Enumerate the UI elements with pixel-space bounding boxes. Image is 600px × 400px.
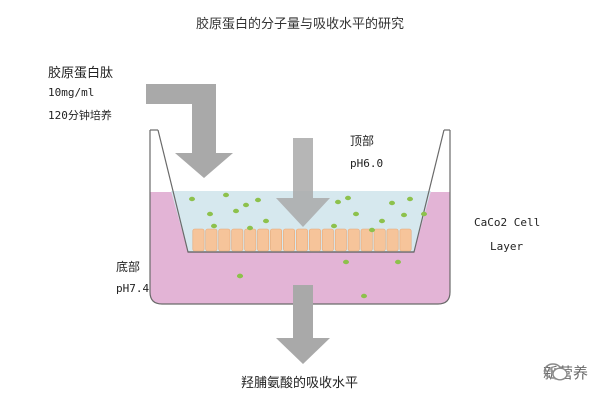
input-arrow: [146, 84, 233, 178]
particle: [407, 196, 413, 202]
particles: [189, 192, 427, 299]
cell: [360, 228, 373, 252]
cell: [321, 228, 334, 252]
particle: [345, 195, 351, 201]
particle: [255, 197, 261, 203]
diagram-title: 胶原蛋白的分子量与吸收水平的研究: [195, 17, 404, 32]
apical-ph-label: pH6.0: [350, 157, 384, 170]
output-label: 羟脯氨酸的吸收水平: [241, 376, 359, 391]
particle: [263, 218, 269, 224]
basal-label: 底部: [116, 260, 141, 274]
particle: [189, 196, 195, 202]
cell: [373, 228, 386, 252]
basal-ph-label: pH7.4: [116, 282, 150, 295]
cell: [257, 228, 270, 252]
particle: [211, 223, 217, 229]
cell: [295, 228, 308, 252]
cell: [270, 228, 282, 252]
particle: [361, 293, 367, 299]
particle: [353, 211, 359, 217]
input-duration-label: 120分钟培养: [48, 109, 112, 122]
output-arrow: [276, 285, 330, 364]
particle: [389, 200, 395, 206]
cell: [347, 228, 360, 252]
cell: [308, 228, 321, 252]
particle: [343, 259, 349, 265]
watermark: 新营养: [543, 362, 588, 383]
particle: [335, 199, 341, 205]
particle: [331, 223, 337, 229]
particle: [223, 192, 229, 198]
particle: [379, 218, 385, 224]
center-arrow: [276, 138, 330, 227]
particle: [233, 208, 239, 214]
particle: [369, 227, 375, 233]
particle: [243, 202, 249, 208]
particle: [421, 211, 427, 217]
apical-label: 顶部: [350, 134, 375, 148]
cell: [334, 228, 347, 252]
particle: [395, 259, 401, 265]
particle: [247, 225, 253, 231]
particle: [207, 211, 213, 217]
input-concentration-label: 10mg/ml: [48, 86, 95, 99]
cell: [205, 228, 218, 252]
cell: [283, 228, 295, 252]
input-name-label: 胶原蛋白肽: [48, 66, 114, 81]
cell-layer-label-line2: Layer: [490, 240, 524, 253]
particle: [237, 273, 243, 279]
cell: [218, 228, 231, 252]
cell: [231, 228, 244, 252]
cell: [192, 228, 205, 252]
cell: [386, 228, 399, 252]
cell: [399, 228, 412, 252]
particle: [401, 212, 407, 218]
cell: [244, 228, 257, 252]
cell-layer: [192, 228, 412, 252]
wechat-icon: [543, 363, 568, 381]
cell-layer-label-line1: CaCo2 Cell: [474, 216, 541, 229]
